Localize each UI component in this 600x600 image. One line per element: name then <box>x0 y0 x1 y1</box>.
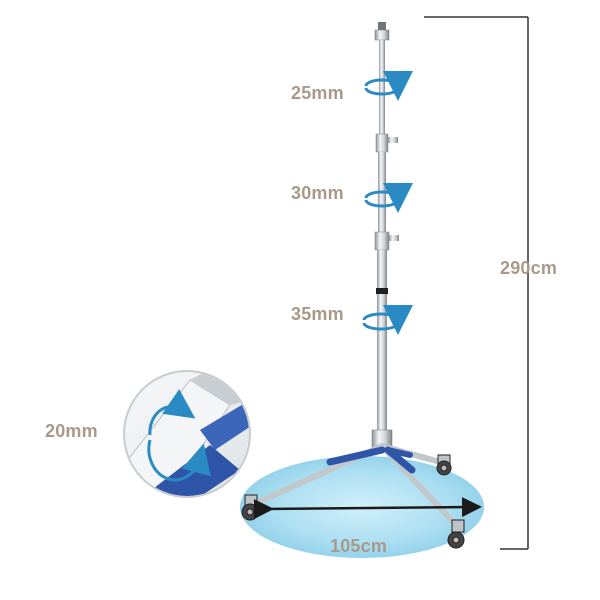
tube-bottom-diameter: 35mm <box>291 304 344 324</box>
rotation-arrow-icon <box>364 182 413 213</box>
stand-height: 290cm <box>500 258 558 278</box>
casters <box>241 454 465 549</box>
rotation-arrow-icon <box>364 70 413 101</box>
leg-tube-diameter: 20mm <box>45 421 98 441</box>
tube-middle-diameter: 30mm <box>291 183 344 203</box>
tube-top-diameter: 25mm <box>291 83 344 103</box>
base-width: 105cm <box>330 536 388 556</box>
stand-legs <box>249 443 459 528</box>
double-arrow-icon <box>253 497 482 520</box>
leg-detail-inset <box>123 370 251 498</box>
height-bracket <box>424 16 529 550</box>
stand-pole <box>371 22 399 453</box>
rotation-arrow-icon <box>362 304 413 335</box>
